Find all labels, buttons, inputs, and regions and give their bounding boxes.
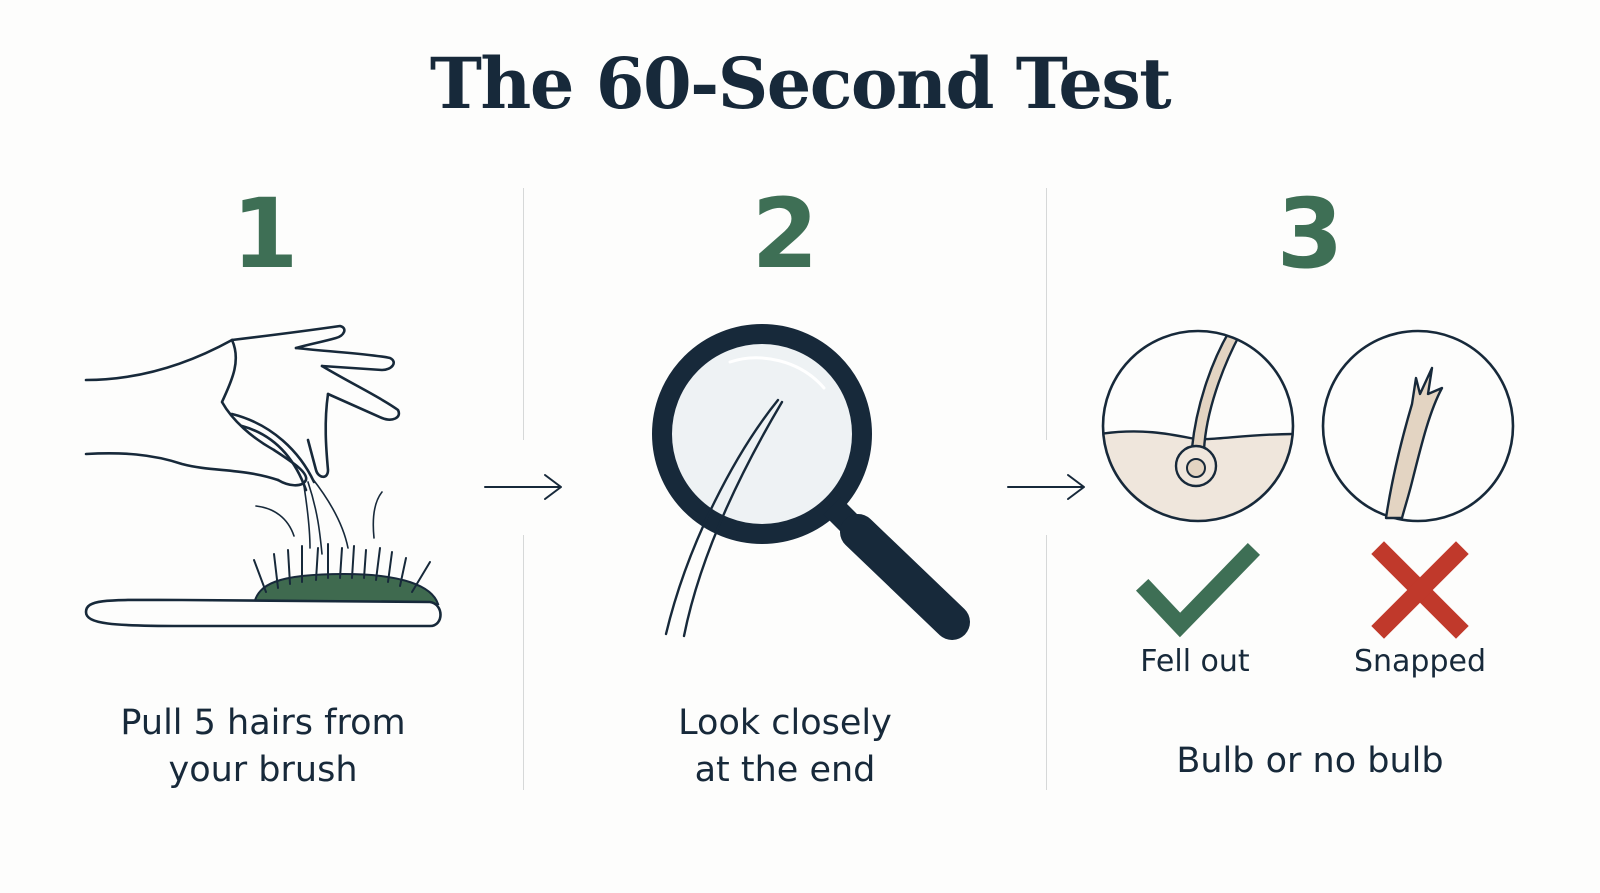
step-1-caption-line-2: your brush xyxy=(168,750,358,790)
arrow-right-icon-1 xyxy=(484,474,562,500)
step-2-number: 2 xyxy=(751,178,819,290)
step-1-number: 1 xyxy=(231,178,299,290)
magnifying-glass-over-hair-icon xyxy=(652,324,970,640)
step-3-number: 3 xyxy=(1276,178,1344,290)
check-icon xyxy=(1135,542,1261,638)
page-title: The 60-Second Test xyxy=(429,42,1172,125)
cross-icon xyxy=(1371,541,1469,639)
step-2-caption-line-2: at the end xyxy=(694,750,876,790)
outcome-snapped-label: Snapped xyxy=(1353,644,1487,679)
divider-1-top xyxy=(523,188,524,440)
step-3-caption-line-1: Bulb or no bulb xyxy=(1176,741,1444,781)
step-1-caption: Pull 5 hairs from your brush xyxy=(43,700,483,794)
snapped-hair-tip-icon xyxy=(1321,329,1515,523)
hand-pulling-hair-from-brush-icon xyxy=(84,324,442,628)
divider-1-bottom xyxy=(523,535,524,790)
step-2-caption: Look closely at the end xyxy=(565,700,1005,794)
arrow-right-icon-2 xyxy=(1007,474,1085,500)
step-2-caption-line-1: Look closely xyxy=(678,703,892,743)
divider-2-bottom xyxy=(1046,535,1047,790)
outcome-fell-out-label: Fell out xyxy=(1140,644,1250,679)
hair-with-bulb-icon xyxy=(1101,329,1295,523)
step-1-caption-line-1: Pull 5 hairs from xyxy=(120,703,406,743)
step-3-caption: Bulb or no bulb xyxy=(1090,738,1530,785)
divider-2-top xyxy=(1046,188,1047,440)
